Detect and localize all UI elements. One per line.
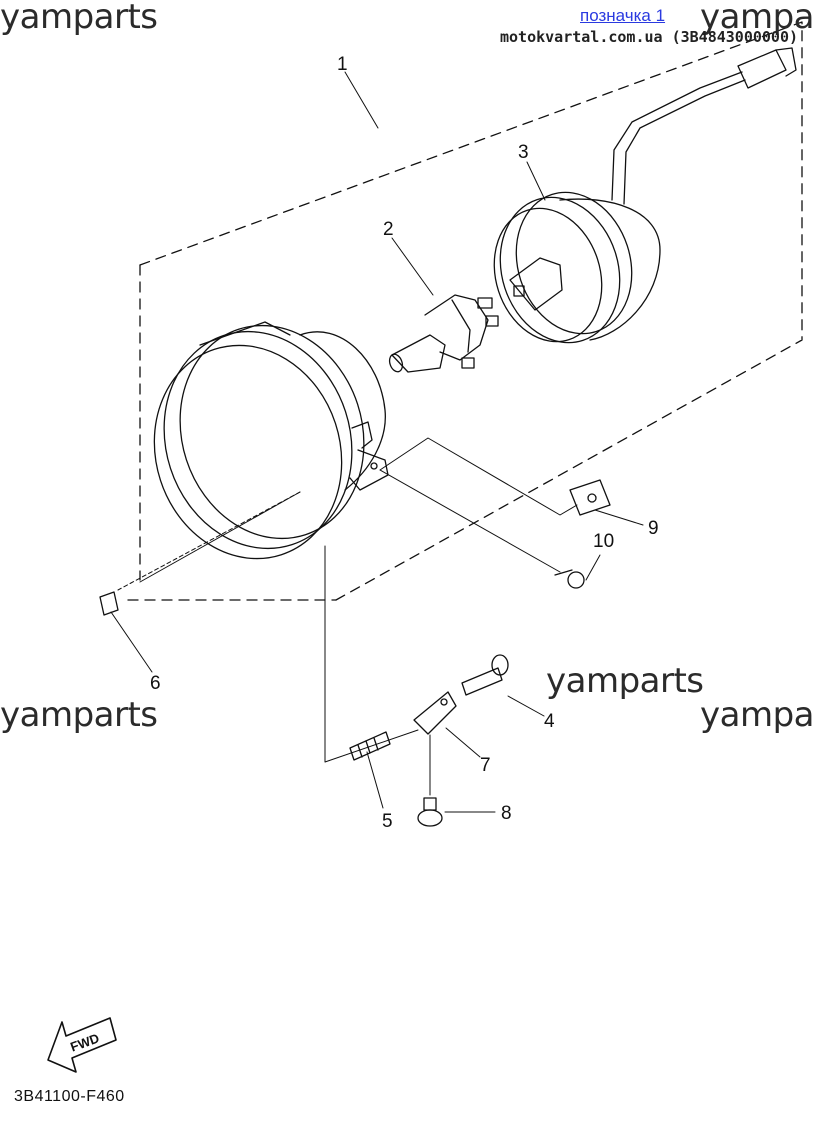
callout-10: 10 (593, 531, 615, 552)
watermark-mid-right: yamparts (546, 661, 704, 701)
callout-6: 6 (150, 673, 161, 694)
callout-3: 3 (518, 142, 529, 163)
bracket-9 (569, 479, 611, 516)
bolt-4 (461, 654, 509, 696)
fwd-arrow-icon (47, 1017, 117, 1073)
plate-7 (413, 691, 457, 735)
callout-4: 4 (544, 711, 555, 732)
callout-2: 2 (383, 219, 394, 240)
socket-harness (493, 47, 797, 344)
screw-10 (554, 569, 585, 589)
leader-lines (110, 71, 644, 813)
callout-8: 8 (501, 803, 512, 824)
watermark-top-right: yampar (700, 0, 817, 37)
callout-5: 5 (382, 811, 393, 832)
callout-9: 9 (648, 518, 659, 539)
callout-1: 1 (337, 54, 348, 75)
bookmark-link[interactable]: позначка 1 (578, 6, 668, 26)
watermark-top-left: yamparts (0, 0, 158, 37)
site-label: motokvartal.com.ua (3B4843000000) (500, 28, 799, 46)
spring-5 (349, 731, 391, 761)
watermark-right: yampar (700, 695, 817, 735)
bulb (388, 294, 499, 373)
callout-7: 7 (480, 755, 491, 776)
watermark-left: yamparts (0, 695, 158, 735)
screw-8 (417, 797, 443, 827)
nut-6 (99, 591, 119, 616)
headlight-unit (153, 321, 389, 560)
diagram-code: 3B41100-F460 (14, 1088, 125, 1105)
assembly-outline (127, 21, 803, 601)
